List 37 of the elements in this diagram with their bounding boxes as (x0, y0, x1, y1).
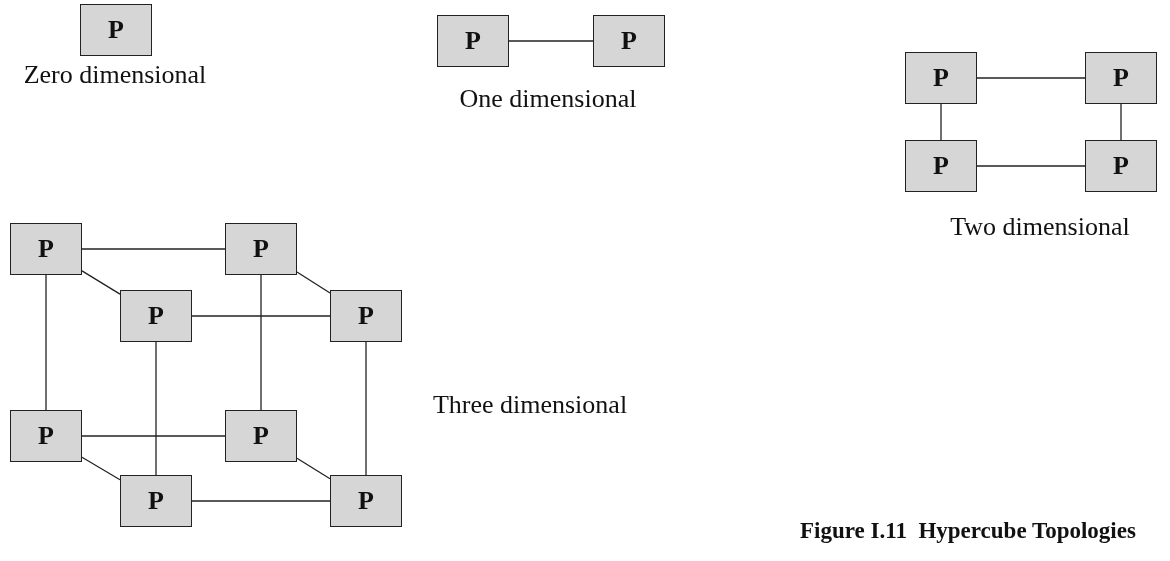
processor-box: P (905, 52, 977, 104)
processor-box: P (10, 410, 82, 462)
processor-box: P (1085, 140, 1157, 192)
connector-line (976, 77, 1086, 79)
processor-box: P (225, 223, 297, 275)
connector-line (81, 456, 121, 481)
connector-line (191, 315, 331, 317)
processor-box: P (593, 15, 665, 67)
connector-line (296, 457, 331, 480)
connector-line (260, 274, 262, 411)
processor-box: P (437, 15, 509, 67)
processor-box: P (905, 140, 977, 192)
processor-box: P (1085, 52, 1157, 104)
processor-box: P (10, 223, 82, 275)
processor-box: P (330, 290, 402, 342)
connector-line (365, 341, 367, 476)
connector-line (191, 500, 331, 502)
connector-line (155, 341, 157, 476)
processor-box: P (120, 475, 192, 527)
topology-label: Three dimensional (431, 389, 629, 421)
figure-caption: Figure I.11 Hypercube Topologies (800, 518, 1136, 544)
processor-box: P (330, 475, 402, 527)
connector-line (940, 103, 942, 141)
topology-label: Zero dimensional (22, 59, 208, 91)
connector-line (1120, 103, 1122, 141)
topology-label: Two dimensional (949, 211, 1131, 243)
connector-line (81, 270, 121, 295)
connector-line (45, 274, 47, 411)
processor-box: P (225, 410, 297, 462)
connector-line (508, 40, 594, 42)
topology-label: One dimensional (458, 83, 638, 115)
processor-box: P (120, 290, 192, 342)
processor-box: P (80, 4, 152, 56)
connector-line (296, 271, 331, 294)
connector-line (976, 165, 1086, 167)
connector-line (81, 248, 226, 250)
connector-line (81, 435, 226, 437)
